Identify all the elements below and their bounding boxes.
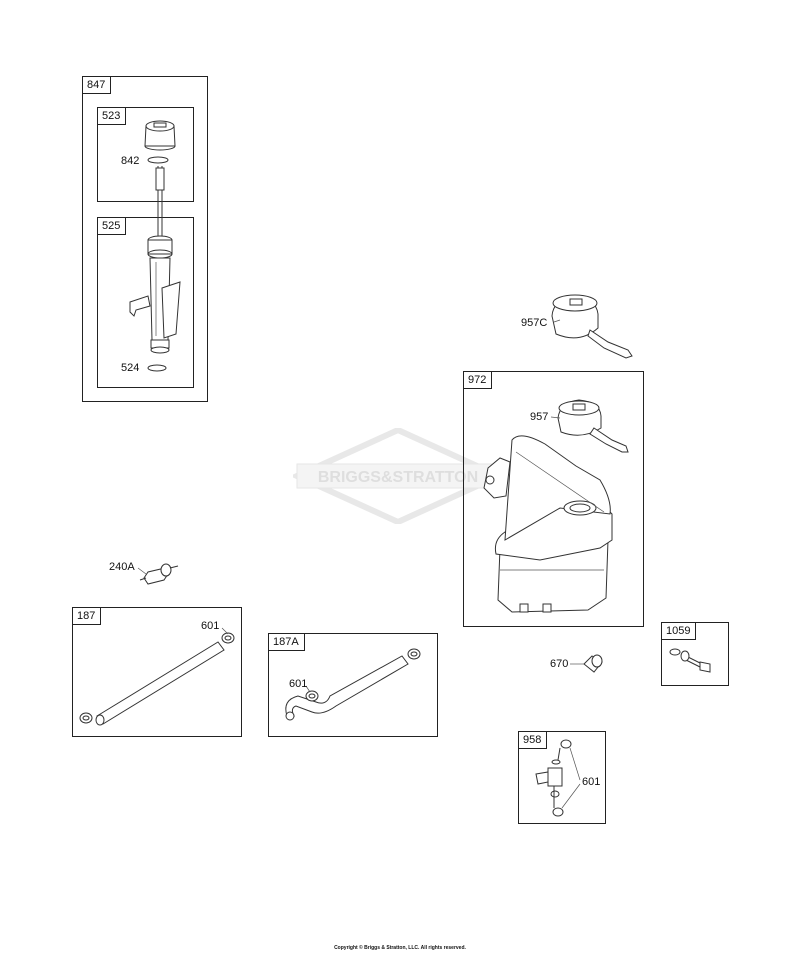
fuel-cap-957-part <box>557 399 629 453</box>
group-972-box: 972 <box>463 371 644 627</box>
o-ring-524-part <box>147 364 167 372</box>
clamp-601-upper-part <box>221 632 235 644</box>
bushing-670-part <box>583 654 603 673</box>
label-601-187: 601 <box>201 620 220 632</box>
group-187a-box: 187A <box>268 633 438 737</box>
label-601-958: 601 <box>582 776 601 788</box>
fuel-line-187a-part <box>285 655 409 721</box>
group-525-tag: 525 <box>97 217 127 235</box>
group-187-box: 187 <box>72 607 242 737</box>
group-847-box: 847 <box>82 76 208 402</box>
label-240a: 240A <box>109 561 135 573</box>
dipstick-tube-part <box>129 235 181 354</box>
group-958-tag: 958 <box>518 731 548 749</box>
watermark-text: BRIGGS&STRATTON <box>318 469 478 486</box>
label-957c: 957C <box>521 317 548 329</box>
fuel-tank-972-part <box>483 435 613 613</box>
group-523-tag: 523 <box>97 107 127 125</box>
label-670: 670 <box>550 658 569 670</box>
shutoff-valve-958-part <box>535 739 572 817</box>
group-1059-box: 1059 <box>661 622 729 686</box>
label-601-187a: 601 <box>289 678 308 690</box>
leader-lines <box>137 319 584 809</box>
dipstick-rod-part <box>155 166 165 240</box>
label-524: 524 <box>121 362 140 374</box>
fuel-line-187-part <box>95 641 225 726</box>
group-525-box: 525 <box>97 217 194 388</box>
label-957: 957 <box>530 411 549 423</box>
group-847-tag: 847 <box>82 76 112 94</box>
group-1059-tag: 1059 <box>661 622 697 640</box>
o-ring-842-part <box>147 156 169 164</box>
group-187a-tag: 187A <box>268 633 305 651</box>
clamp-601-187a-upper-part <box>407 648 421 660</box>
brand-watermark: BRIGGS&STRATTON <box>293 428 503 524</box>
label-842: 842 <box>121 155 140 167</box>
group-972-tag: 972 <box>463 371 493 389</box>
fuel-cap-957c-part <box>551 294 633 359</box>
fuel-filter-240a-part <box>139 563 179 585</box>
group-523-box: 523 <box>97 107 194 202</box>
group-187-tag: 187 <box>72 607 102 625</box>
dipstick-cap-part <box>144 120 176 151</box>
bolt-1059-part <box>669 648 711 673</box>
copyright-text: Copyright © Briggs & Stratton, LLC. All … <box>334 945 466 951</box>
group-958-box: 958 <box>518 731 606 824</box>
clamp-601-lower-part <box>79 712 93 724</box>
clamp-601-187a-lower-part <box>305 690 319 702</box>
